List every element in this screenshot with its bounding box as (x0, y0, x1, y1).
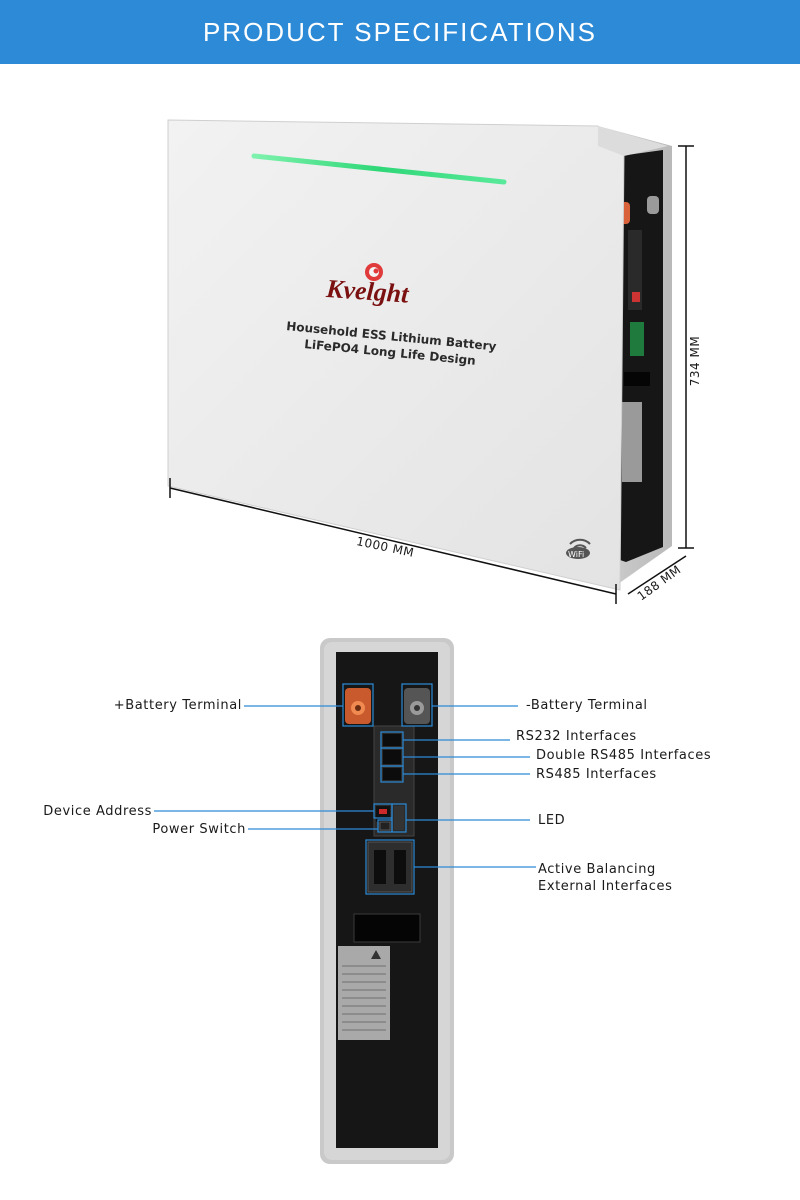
callout-box-led (391, 803, 407, 833)
led-strip (251, 153, 507, 185)
label-device-address: Device Address (43, 804, 152, 819)
wifi-icon: WiFi (566, 538, 591, 559)
label-rs232: RS232 Interfaces (516, 729, 637, 744)
side-switch (632, 292, 640, 302)
page-title: PRODUCT SPECIFICATIONS (202, 16, 598, 47)
spec-label-sticker (338, 946, 390, 1040)
header-banner: PRODUCT SPECIFICATIONS (0, 0, 800, 64)
label-pos-terminal: +Battery Terminal (113, 698, 242, 713)
brand-name: Kvelght (324, 274, 410, 309)
battery-side-view (154, 638, 536, 1164)
wifi-badge-text: WiFi (568, 550, 584, 559)
label-balancing-line1: Active Balancing (538, 862, 656, 877)
battery-front-view: Kvelght Household ESS Lithium Battery Li… (167, 119, 694, 604)
depth-dimension-line (627, 555, 687, 595)
callout-box-pos-terminal (342, 683, 374, 727)
side-terminal-neg (647, 196, 659, 214)
battery-front-face (167, 119, 625, 591)
label-led: LED (538, 813, 566, 828)
brand-logo-icon (365, 263, 383, 281)
label-balancing-line2: External Interfaces (538, 879, 673, 894)
label-double-rs485: Double RS485 Interfaces (536, 748, 712, 763)
side-label (622, 402, 642, 482)
label-neg-terminal: -Battery Terminal (526, 698, 648, 713)
label-rs485: RS485 Interfaces (536, 767, 657, 782)
side-balancing-port (630, 322, 644, 356)
label-power-switch: Power Switch (152, 822, 246, 837)
side-handle (624, 372, 650, 386)
height-label: 734 MM (688, 335, 703, 387)
width-dimension-line (169, 487, 617, 595)
side-port-block (628, 230, 642, 310)
warning-icon (371, 950, 381, 959)
callout-box-neg-terminal (401, 683, 433, 727)
battery-front-bevel (598, 126, 668, 156)
